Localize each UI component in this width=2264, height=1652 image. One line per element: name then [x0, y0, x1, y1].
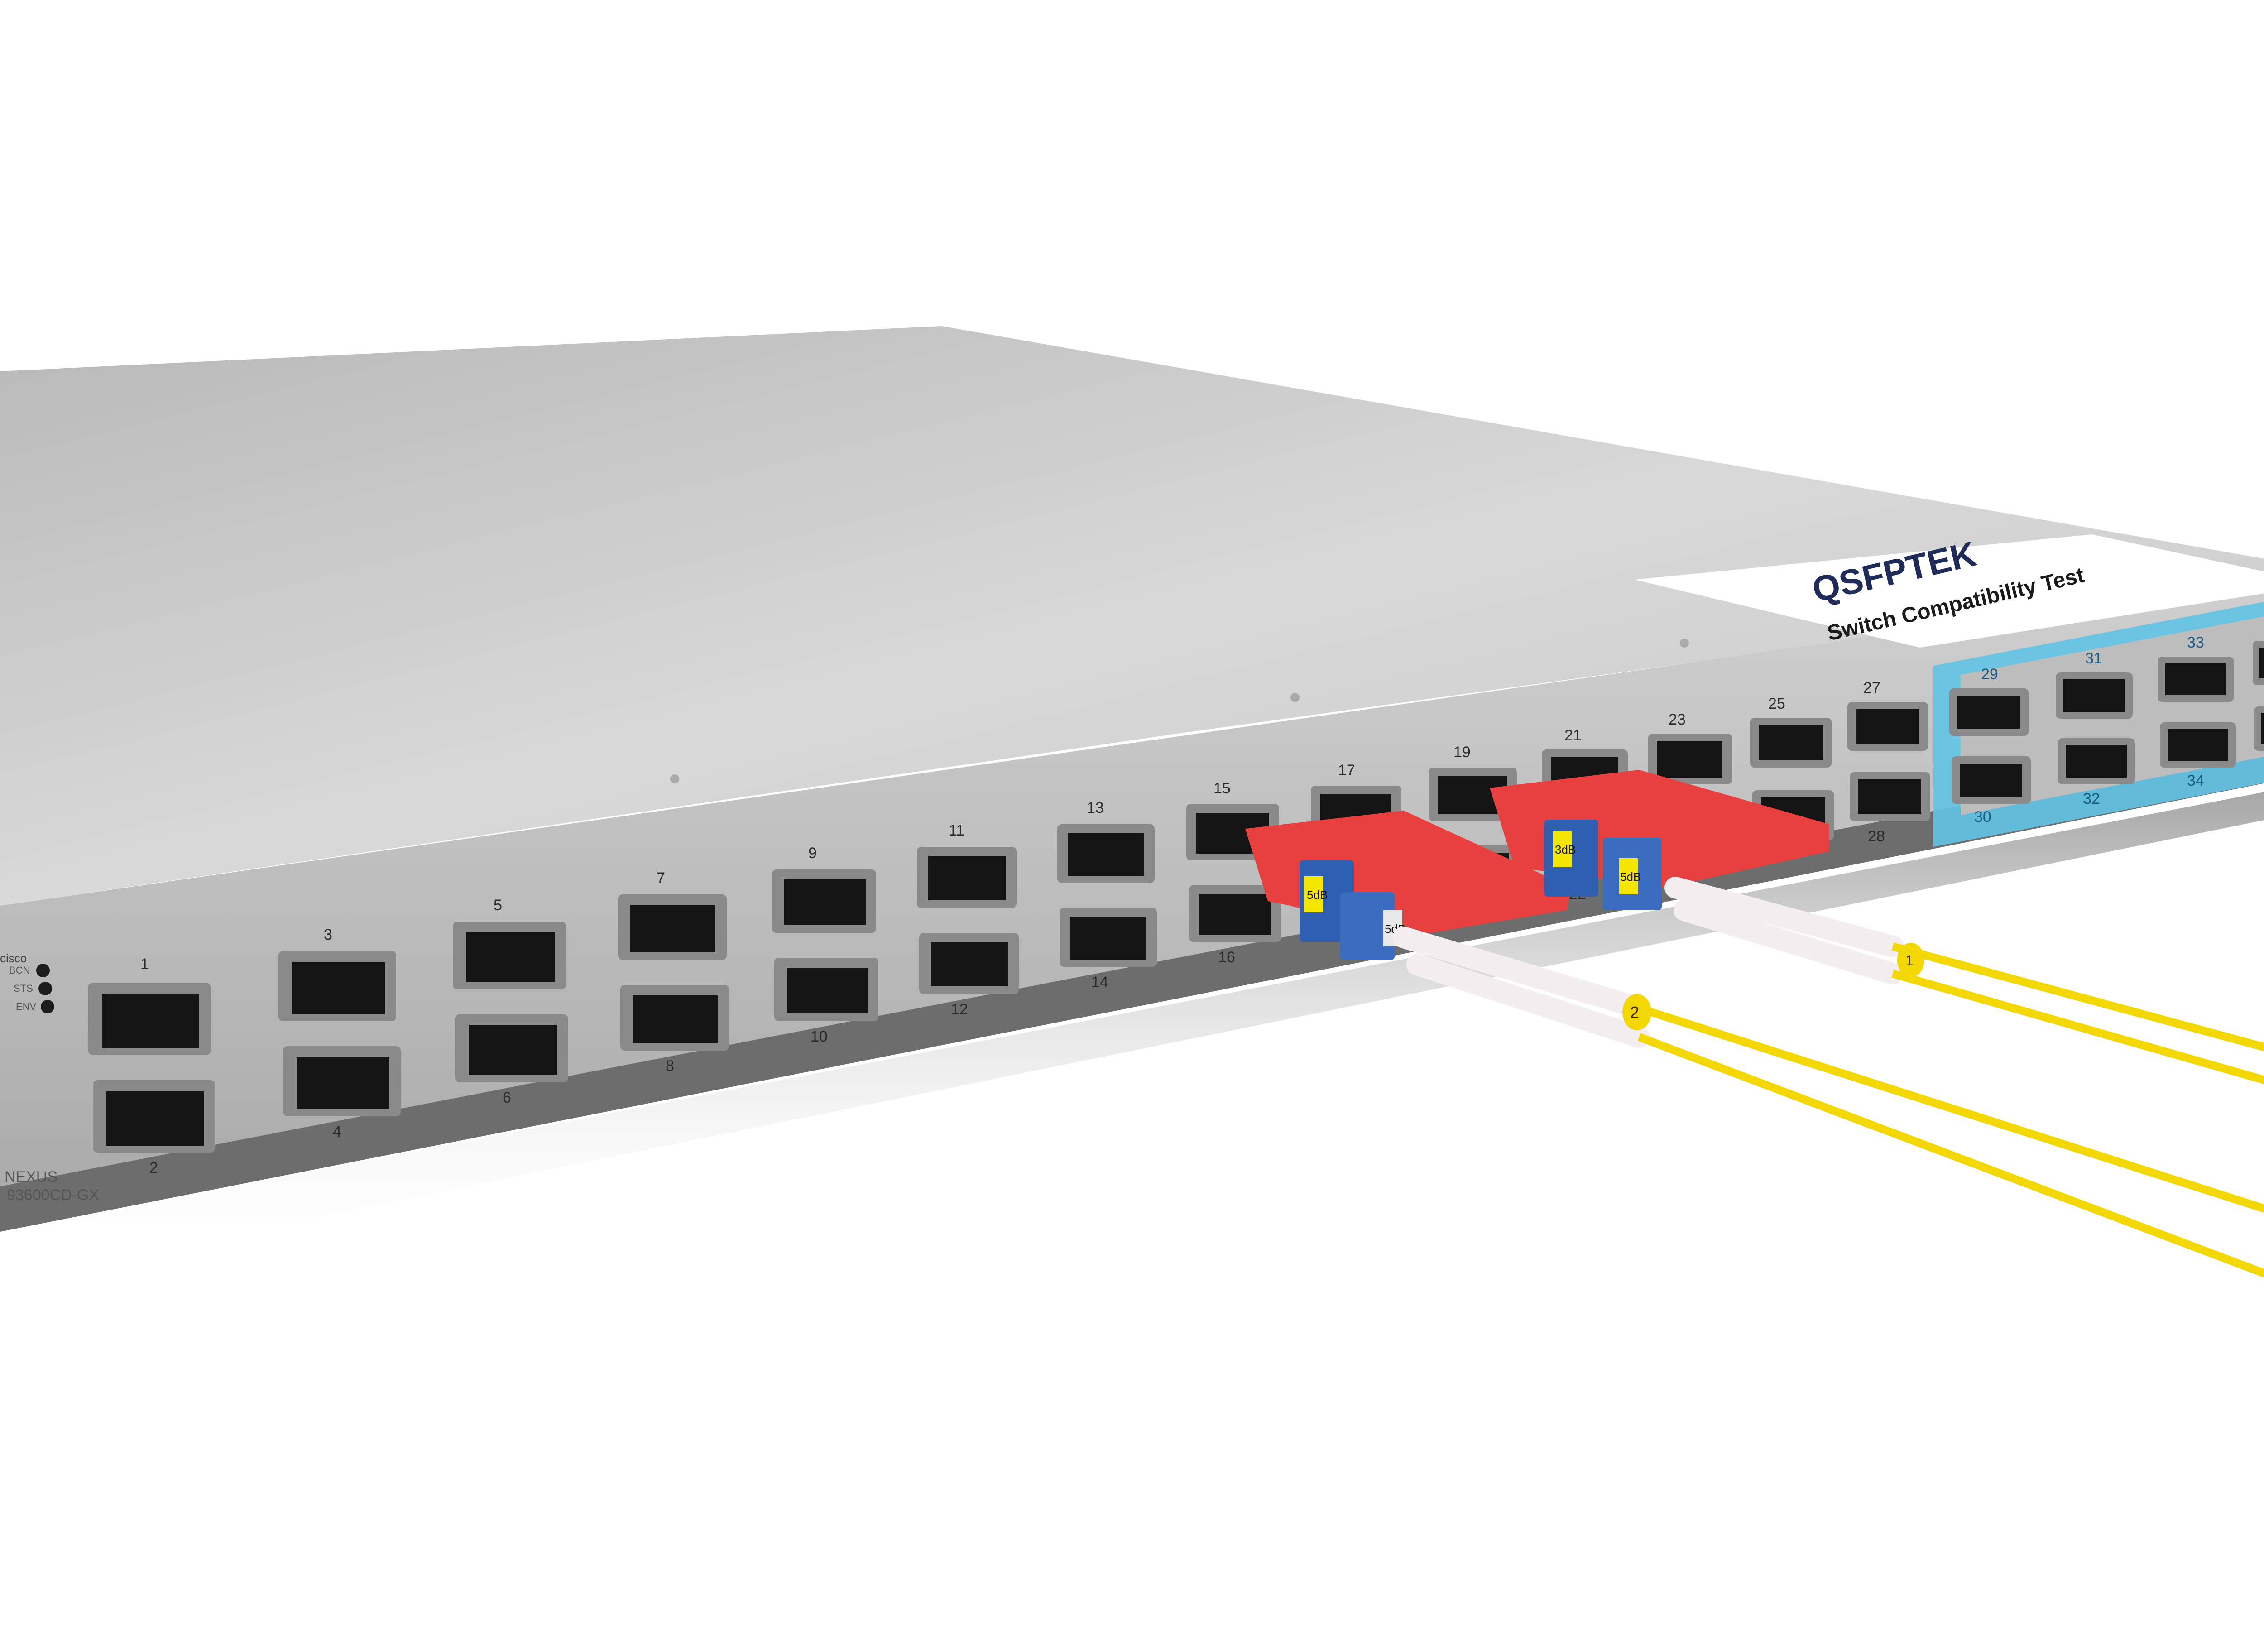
cable-marker [1622, 994, 1651, 1030]
qsfp-port-27[interactable] [1847, 702, 1928, 751]
qsfp-port-8[interactable] [620, 985, 729, 1051]
led-label-sts: STS [14, 983, 33, 994]
svg-text:21: 21 [1564, 727, 1582, 744]
svg-text:19: 19 [1453, 744, 1471, 761]
svg-text:15: 15 [1214, 780, 1231, 797]
svg-text:25: 25 [1768, 695, 1785, 712]
qsfp-port-33[interactable] [2158, 657, 2234, 702]
svg-text:17: 17 [1338, 762, 1355, 779]
svg-text:10: 10 [811, 1028, 828, 1045]
attenuator-right[interactable]: 3dB 5dB [1490, 770, 1829, 910]
fiber-cable-left[interactable]: 2 [1393, 927, 2264, 1354]
svg-text:4: 4 [333, 1123, 341, 1140]
qsfp-port-31[interactable] [2056, 672, 2133, 719]
svg-text:16: 16 [1218, 949, 1235, 966]
qsfp-port-35[interactable] [2253, 641, 2264, 685]
qsfp-port-5[interactable] [453, 922, 566, 989]
qsfp-port-12[interactable] [919, 933, 1019, 994]
svg-text:32: 32 [2083, 790, 2100, 807]
cisco-logo: cisco [0, 951, 27, 965]
svg-text:5: 5 [494, 897, 502, 914]
svg-text:1: 1 [140, 956, 149, 973]
svg-text:5dB: 5dB [1620, 870, 1641, 884]
qsfp-port-4[interactable] [283, 1046, 401, 1116]
model-line: NEXUS [5, 1168, 58, 1186]
qsfp-port-13[interactable] [1057, 824, 1155, 883]
svg-text:1: 1 [1905, 952, 1914, 969]
svg-text:27: 27 [1863, 679, 1880, 696]
qsfp-port-2[interactable] [93, 1080, 215, 1153]
attenuator-left[interactable]: 5dB 5dB [1245, 811, 1571, 960]
qsfp-port-11[interactable] [917, 847, 1017, 908]
svg-text:2: 2 [1630, 1003, 1639, 1022]
led-sts-icon [38, 982, 52, 995]
svg-text:34: 34 [2187, 772, 2204, 789]
screw-icon [670, 774, 679, 783]
cable-marker [1897, 943, 1924, 977]
qsfp-port-14[interactable] [1060, 908, 1157, 967]
svg-text:3dB: 3dB [1555, 843, 1576, 856]
svg-text:28: 28 [1868, 828, 1885, 845]
chassis-top [0, 326, 2264, 906]
svg-text:9: 9 [808, 845, 817, 862]
svg-text:11: 11 [949, 822, 964, 839]
qsfp-port-1[interactable] [88, 983, 211, 1055]
led-label-env: ENV [16, 1001, 37, 1012]
model-number: 93600CD-GX [7, 1186, 99, 1204]
svg-text:12: 12 [951, 1001, 968, 1018]
qsfp-port-3[interactable] [278, 951, 396, 1021]
svg-text:14: 14 [1091, 974, 1108, 991]
screw-icon [1680, 639, 1689, 648]
attenuator-tag-yellow [1553, 831, 1572, 867]
svg-text:3: 3 [324, 926, 332, 943]
qsfp-port-28[interactable] [1850, 772, 1930, 821]
qsfp-port-23[interactable] [1648, 734, 1732, 784]
qsfp-port-6[interactable] [455, 1014, 568, 1082]
attenuator-tag-yellow [1619, 858, 1638, 894]
svg-text:23: 23 [1669, 711, 1686, 728]
qsfp-port-34[interactable] [2160, 722, 2236, 768]
svg-text:2: 2 [149, 1159, 158, 1177]
led-label-bcn: BCN [9, 965, 30, 976]
svg-text:5dB: 5dB [1307, 888, 1328, 902]
led-env-icon [41, 1000, 54, 1013]
qsfp-port-7[interactable] [618, 894, 727, 960]
qsfp-port-9[interactable] [772, 869, 876, 933]
attenuator-tag-yellow [1304, 876, 1323, 912]
qsfptek-label [1635, 534, 2264, 648]
qsfp-port-25[interactable] [1750, 718, 1832, 768]
qsfp-port-29[interactable] [1949, 688, 2029, 736]
svg-text:33: 33 [2187, 634, 2204, 651]
screw-icon [1290, 693, 1300, 702]
qsfp-port-36[interactable] [2254, 706, 2264, 751]
qsfp-port-10[interactable] [774, 958, 878, 1021]
svg-text:31: 31 [2085, 650, 2102, 667]
svg-text:13: 13 [1087, 799, 1104, 816]
qsfp-port-30[interactable] [1952, 756, 2031, 804]
svg-text:30: 30 [1974, 808, 1991, 826]
qsfp-port-16[interactable] [1189, 885, 1281, 942]
fiber-cable-right[interactable]: 1 [1664, 877, 2264, 1141]
svg-text:29: 29 [1981, 666, 1998, 683]
svg-text:7: 7 [657, 869, 665, 887]
qsfp-port-32[interactable] [2058, 738, 2135, 784]
svg-text:6: 6 [503, 1089, 511, 1106]
led-bcn-icon [36, 964, 50, 977]
svg-text:8: 8 [666, 1057, 674, 1075]
